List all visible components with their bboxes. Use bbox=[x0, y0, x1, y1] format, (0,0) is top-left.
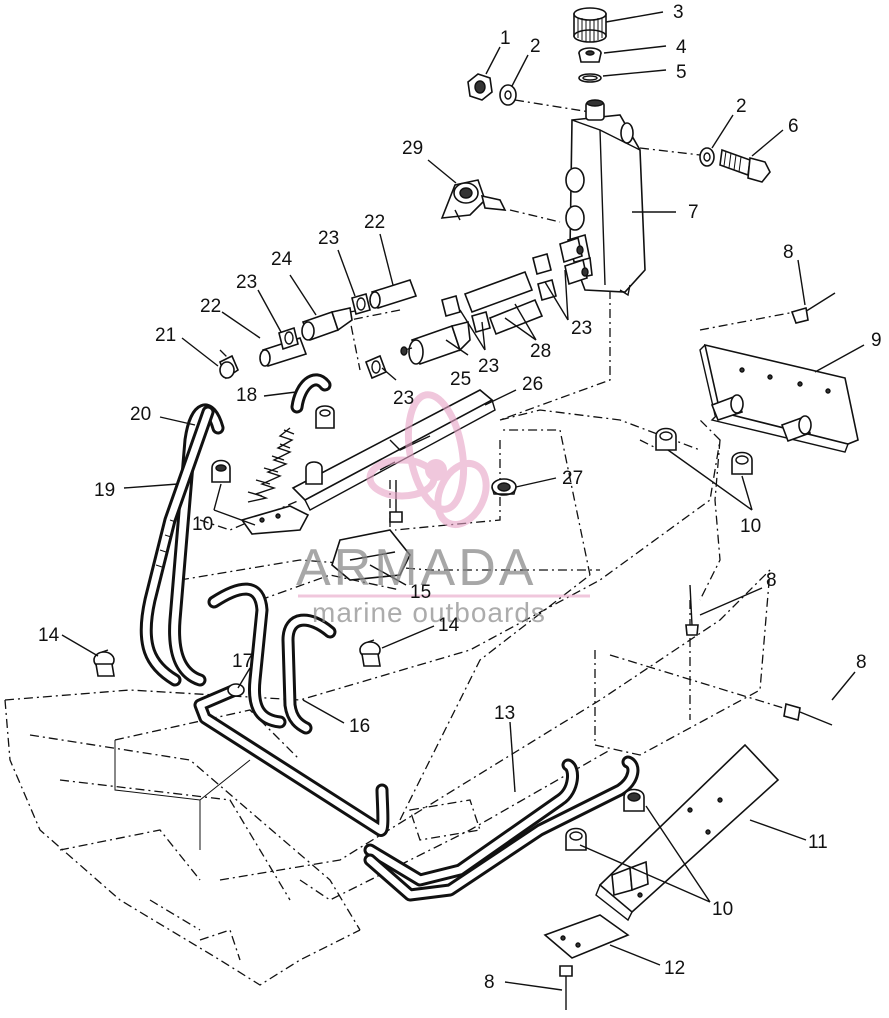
hose-18 bbox=[290, 373, 332, 414]
callout-8: 8 bbox=[783, 242, 794, 263]
clip-10-left bbox=[211, 459, 231, 483]
callout-5: 5 bbox=[676, 62, 687, 83]
callout-15: 15 bbox=[410, 582, 431, 603]
pin-right bbox=[783, 702, 833, 726]
mounting-bracket-9 bbox=[699, 343, 859, 453]
hose-17 bbox=[193, 683, 390, 837]
callout-23: 23 bbox=[393, 388, 414, 409]
callout-25: 25 bbox=[450, 369, 471, 390]
callout-10: 10 bbox=[192, 514, 213, 535]
callout-17: 17 bbox=[232, 651, 253, 672]
tunnel-chassis-outline bbox=[4, 409, 771, 986]
callout-3: 3 bbox=[673, 2, 684, 23]
callout-11: 11 bbox=[808, 832, 828, 853]
clamp-23-b bbox=[351, 293, 371, 315]
callout-6: 6 bbox=[788, 116, 799, 137]
callout-14: 14 bbox=[438, 615, 460, 636]
callout-9: 9 bbox=[871, 330, 882, 351]
callout-23: 23 bbox=[236, 272, 257, 293]
hose-sections-28 bbox=[463, 270, 544, 336]
callout-23: 23 bbox=[318, 228, 339, 249]
callout-19: 19 bbox=[94, 480, 115, 501]
callout-8: 8 bbox=[766, 570, 777, 591]
spring-18 bbox=[247, 427, 295, 503]
grommet-clips-right bbox=[655, 427, 753, 475]
callout-16: 16 bbox=[349, 716, 370, 737]
clamps-23-d bbox=[441, 253, 557, 333]
level-sensor bbox=[440, 179, 507, 221]
filter-25 bbox=[400, 321, 471, 366]
nut-27 bbox=[491, 478, 517, 496]
plate-12 bbox=[543, 914, 630, 959]
pin-top-right bbox=[790, 292, 836, 324]
tank-cap bbox=[573, 7, 607, 43]
callout-7: 7 bbox=[688, 202, 699, 223]
callout-13: 13 bbox=[494, 703, 515, 724]
screw-26 bbox=[389, 480, 403, 523]
callout-22: 22 bbox=[364, 212, 385, 233]
callout-18: 18 bbox=[236, 385, 257, 406]
o-ring bbox=[578, 73, 602, 83]
callout-2: 2 bbox=[530, 36, 541, 57]
callout-10: 10 bbox=[712, 899, 733, 920]
callout-8: 8 bbox=[484, 972, 495, 993]
callout-20: 20 bbox=[130, 404, 151, 425]
hose-15 bbox=[207, 582, 287, 729]
plate-15 bbox=[331, 529, 411, 581]
nut bbox=[467, 73, 493, 101]
mounting-bracket-11 bbox=[595, 743, 780, 922]
fuel-filter-24 bbox=[301, 307, 361, 342]
callout-21: 21 bbox=[155, 325, 176, 346]
clip-26-upper bbox=[305, 405, 335, 485]
callout-8: 8 bbox=[856, 652, 867, 673]
pin-bottom bbox=[559, 965, 573, 1010]
callout-29: 29 bbox=[402, 138, 423, 159]
callout-10: 10 bbox=[740, 516, 761, 537]
callout-leaders bbox=[61, 11, 865, 991]
callout-24: 24 bbox=[271, 249, 293, 270]
clamp-14-left bbox=[93, 649, 115, 677]
fitting-21 bbox=[218, 354, 239, 380]
clamp-23-c bbox=[364, 354, 388, 380]
hose-16 bbox=[281, 613, 337, 735]
callout-23: 23 bbox=[478, 356, 499, 377]
callout-1: 1 bbox=[500, 28, 511, 49]
washer-left bbox=[499, 84, 517, 106]
callout-23: 23 bbox=[571, 318, 592, 339]
watermark-brand: ARMADA bbox=[296, 539, 536, 597]
callout-numbers: 1 2 3 4 5 2 6 29 7 22 23 8 24 23 22 21 9… bbox=[38, 2, 882, 993]
plate-10-left bbox=[240, 505, 310, 535]
clips-10-lower bbox=[565, 788, 645, 851]
cap-gasket bbox=[578, 47, 602, 63]
washer-right bbox=[699, 147, 715, 167]
oil-tank bbox=[565, 99, 646, 297]
callout-26: 26 bbox=[522, 374, 543, 395]
callout-28: 28 bbox=[530, 341, 551, 362]
clamp-14-right bbox=[359, 639, 381, 667]
hose-13 bbox=[363, 755, 640, 902]
bolt bbox=[719, 148, 771, 183]
tank-outlet-fittings bbox=[559, 236, 589, 286]
callout-4: 4 bbox=[676, 37, 687, 58]
hose-section-22-right bbox=[369, 279, 418, 309]
callout-14: 14 bbox=[38, 625, 60, 646]
clamp-23-a bbox=[278, 326, 299, 351]
callout-2: 2 bbox=[736, 96, 747, 117]
pin-middle bbox=[685, 584, 699, 636]
armada-logo bbox=[366, 391, 490, 528]
callout-12: 12 bbox=[664, 958, 685, 979]
watermark-tagline: marine outboards bbox=[312, 597, 546, 628]
callout-22: 22 bbox=[200, 296, 221, 317]
hose-19 bbox=[139, 405, 215, 687]
callout-27: 27 bbox=[562, 468, 583, 489]
